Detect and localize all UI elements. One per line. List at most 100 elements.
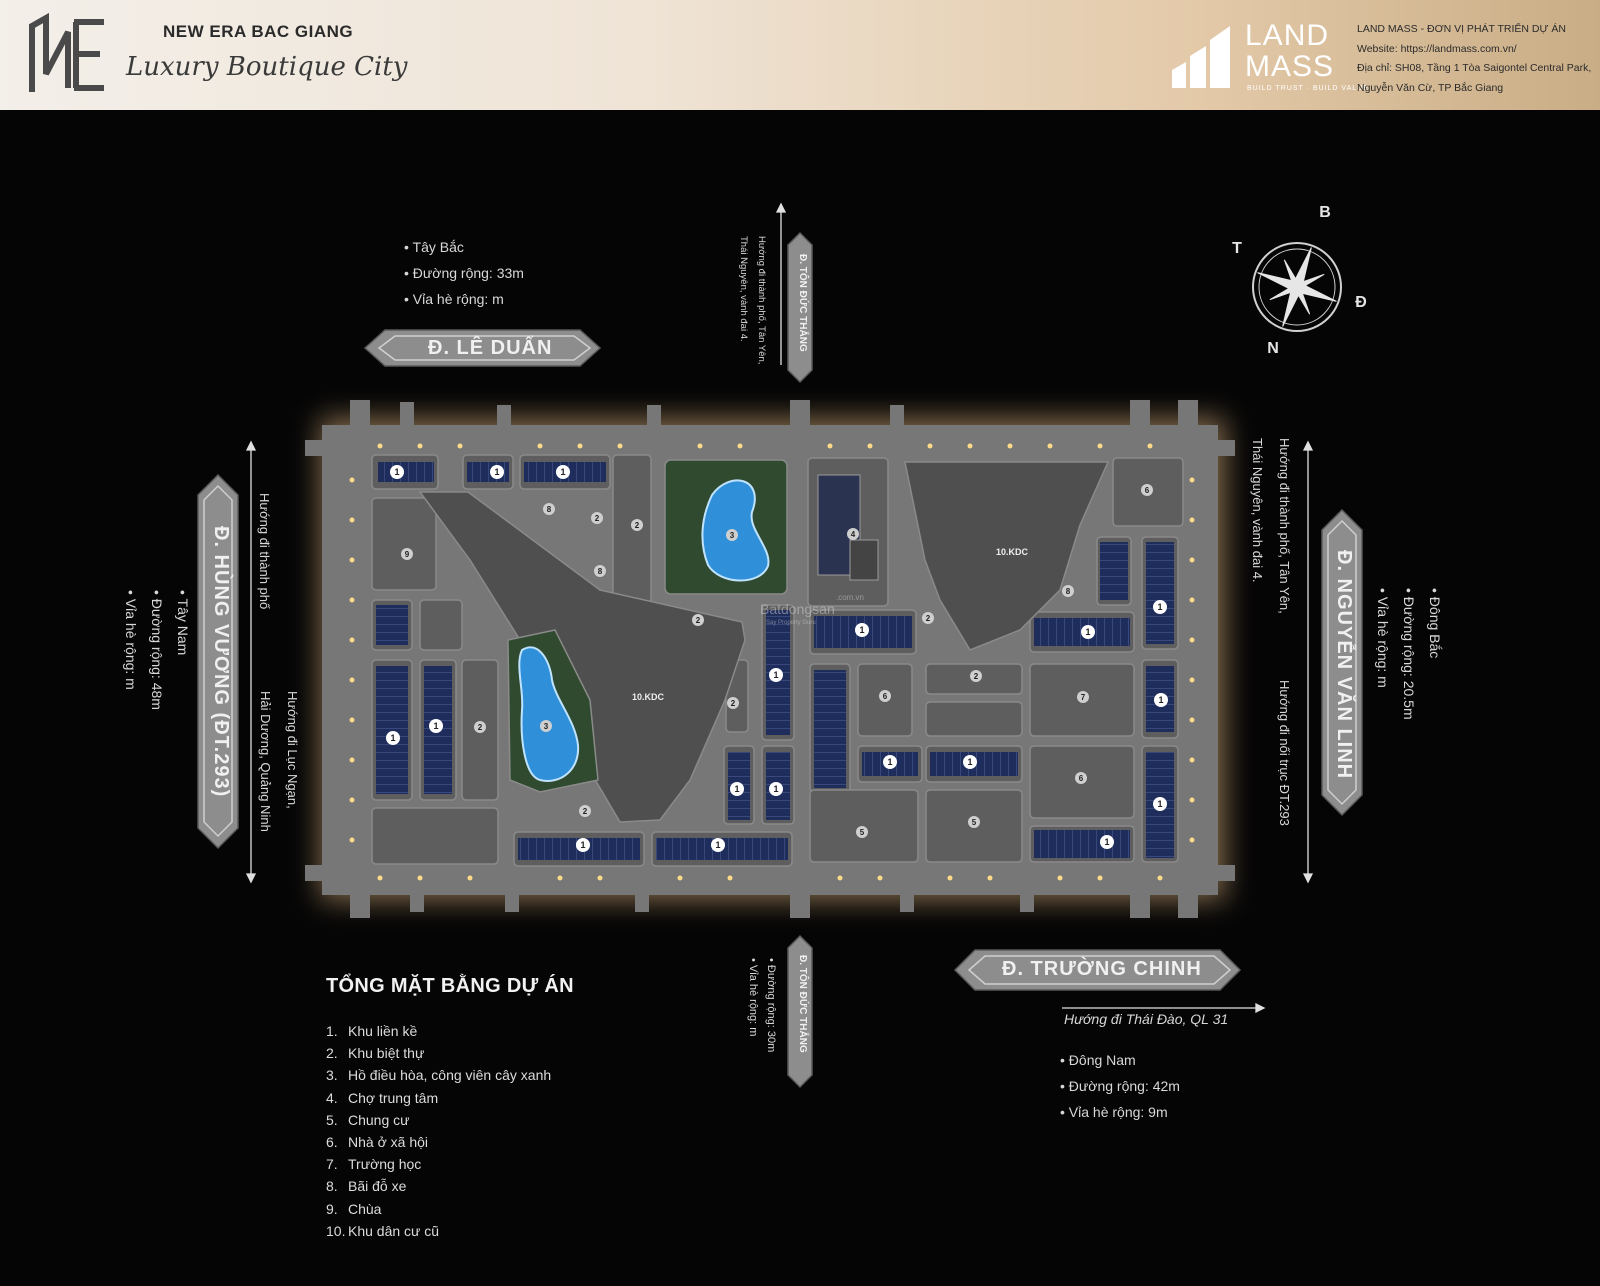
svg-text:1: 1 — [1104, 837, 1109, 847]
svg-text:2: 2 — [974, 672, 979, 681]
banner-outlines — [203, 335, 1357, 985]
svg-text:1: 1 — [773, 784, 778, 794]
nguyen-van-linh-direction-top: Hướng đi thành phố, Tân Yên, Thái Nguyên… — [1250, 438, 1292, 614]
svg-text:1: 1 — [1157, 602, 1162, 612]
svg-text:2: 2 — [696, 616, 701, 625]
nguyen-van-linh-notes: • Đông Bắc • Đường rộng: 20.5m • Vỉa hè … — [1375, 588, 1443, 720]
kdc-label-east: 10.KDC — [996, 547, 1029, 557]
road-label-nguyen-van-linh: Đ. NGUYỄN VĂN LINH — [1333, 550, 1355, 780]
ton-duc-thang-bottom-notes: • Đường rộng: 30m • Vỉa hè rộng: m — [747, 958, 777, 1053]
road-label-truong-chinh: Đ. TRƯỜNG CHINH — [1002, 958, 1202, 980]
svg-text:2: 2 — [478, 723, 483, 732]
svg-text:2: 2 — [595, 514, 600, 523]
svg-text:1: 1 — [859, 625, 864, 635]
legend-item: 5.Chung cư — [326, 1111, 410, 1128]
compass-east: Đ — [1355, 294, 1367, 311]
compass-north: B — [1319, 204, 1331, 221]
svg-text:3: 3 — [730, 531, 735, 540]
svg-text:1: 1 — [390, 733, 395, 743]
brand-title: NEW ERA BAC GIANG — [163, 22, 354, 41]
hung-vuong-direction-top: Hướng đi thành phố — [257, 493, 272, 610]
townhouse-rows — [376, 462, 1174, 860]
header-bar: NEW ERA BAC GIANG Luxury Boutique City L… — [0, 0, 1600, 110]
legend-item: 4.Chợ trung tâm — [326, 1089, 439, 1106]
ton-duc-thang-direction: Hướng đi thành phố, Tân Yên, Thái Nguyên… — [738, 236, 767, 365]
nguyen-van-linh-direction-bottom: Hướng đi nối trục ĐT.293 — [1277, 680, 1292, 826]
svg-text:1: 1 — [494, 467, 499, 477]
legend-item: 9.Chùa — [326, 1200, 382, 1217]
land-mass-logo-icon — [1172, 26, 1230, 88]
brand-subtitle: Luxury Boutique City — [126, 52, 408, 82]
legend-item: 8.Bãi đỗ xe — [326, 1178, 407, 1195]
svg-text:1: 1 — [773, 670, 778, 680]
watermark: .com.vn Batdongsan Say Property Guru — [760, 593, 864, 626]
svg-text:1: 1 — [715, 840, 720, 850]
svg-text:3: 3 — [544, 722, 549, 731]
legend-item: 7.Trường học — [326, 1156, 422, 1173]
svg-text:2: 2 — [731, 699, 736, 708]
svg-text:.com.vn: .com.vn — [836, 593, 864, 602]
svg-text:1: 1 — [734, 784, 739, 794]
svg-text:1: 1 — [433, 721, 438, 731]
road-stubs — [305, 400, 1235, 918]
svg-text:1: 1 — [887, 757, 892, 767]
direction-arrows — [245, 202, 1314, 1014]
svg-text:5: 5 — [860, 828, 865, 837]
land-mass-wordmark: LAND MASS — [1245, 19, 1335, 83]
site-plan-map: 111 111 111 111 111 111 222 222 223 345 … — [197, 202, 1367, 1089]
svg-text:Batdongsan: Batdongsan — [760, 601, 835, 617]
developer-info-line: Nguyễn Văn Cừ, TP Bắc Giang — [1357, 81, 1504, 94]
svg-text:5: 5 — [972, 818, 977, 827]
banner-shapes — [197, 231, 1363, 1089]
truong-chinh-notes: • Đông Nam • Đường rộng: 42m • Vỉa hè rộ… — [1060, 1052, 1180, 1120]
svg-text:1: 1 — [1158, 695, 1163, 705]
kdc-label-west: 10.KDC — [632, 692, 665, 702]
legend-title: TỔNG MẶT BẰNG DỰ ÁN — [326, 975, 574, 997]
svg-text:Say Property Guru: Say Property Guru — [766, 620, 816, 626]
legend-list: 1.Khu liền kề 2.Khu biệt thự 3.Hồ điều h… — [326, 1020, 551, 1242]
svg-text:8: 8 — [598, 567, 603, 576]
legend-item: 2.Khu biệt thự — [326, 1045, 425, 1062]
svg-text:8: 8 — [1066, 587, 1071, 596]
legend-item: 6.Nhà ở xã hội — [326, 1134, 429, 1151]
svg-text:1: 1 — [560, 467, 565, 477]
new-era-logo-icon — [29, 12, 104, 92]
legend-item: 10.Khu dân cư cũ — [326, 1222, 440, 1239]
svg-text:2: 2 — [926, 614, 931, 623]
street-lamps — [349, 443, 1195, 881]
land-mass-tagline: BUILD TRUST · BUILD VALUE — [1247, 85, 1369, 92]
road-label-ton-duc-thang-top: Đ. TÔN ĐỨC THẮNG — [797, 254, 808, 352]
svg-text:2: 2 — [635, 521, 640, 530]
truong-chinh-direction: Hướng đi Thái Đào, QL 31 — [1064, 1011, 1229, 1027]
svg-text:6: 6 — [883, 692, 888, 701]
svg-text:8: 8 — [547, 505, 552, 514]
svg-text:2: 2 — [583, 807, 588, 816]
svg-text:6: 6 — [1079, 774, 1084, 783]
legend-item: 3.Hồ điều hòa, công viên cây xanh — [326, 1067, 552, 1084]
svg-text:1: 1 — [1085, 627, 1090, 637]
developer-website-link[interactable]: Website: https://landmass.com.vn/ — [1357, 42, 1517, 55]
kdc-zone-east — [904, 461, 1110, 651]
svg-text:1: 1 — [580, 840, 585, 850]
developer-info-line: LAND MASS - ĐƠN VỊ PHÁT TRIỂN DỰ ÁN — [1357, 23, 1566, 35]
svg-text:6: 6 — [1145, 486, 1150, 495]
developer-info-line: Địa chỉ: SH08, Tầng 1 Tòa Saigontel Cent… — [1357, 62, 1592, 74]
svg-text:1: 1 — [1157, 799, 1162, 809]
svg-text:4: 4 — [851, 530, 856, 539]
road-label-le-duan: Đ. LÊ DUẨN — [428, 337, 553, 359]
road-label-ton-duc-thang-bottom: Đ. TÔN ĐỨC THẮNG — [797, 955, 808, 1053]
compass-rose-icon: B Đ N T — [1232, 204, 1367, 357]
svg-text:7: 7 — [1081, 693, 1086, 702]
compass-west: T — [1232, 240, 1242, 257]
hung-vuong-direction-bottom: Hướng đi Lục Ngạn, Hải Dương, Quảng Ninh — [258, 691, 300, 832]
le-duan-notes: • Tây Bắc • Đường rộng: 33m • Vỉa hè rộn… — [404, 239, 524, 307]
legend-item: 1.Khu liền kề — [326, 1023, 418, 1039]
road-label-hung-vuong: Đ. HÙNG VƯƠNG (ĐT.293) — [210, 526, 232, 798]
hung-vuong-notes: • Tây Nam • Đường rộng: 48m • Vỉa hè rộn… — [123, 590, 191, 710]
svg-text:9: 9 — [405, 550, 410, 559]
svg-text:1: 1 — [967, 757, 972, 767]
compass-south: N — [1267, 340, 1279, 357]
svg-text:1: 1 — [394, 467, 399, 477]
developer-info: LAND MASS - ĐƠN VỊ PHÁT TRIỂN DỰ ÁN Webs… — [1357, 20, 1591, 98]
